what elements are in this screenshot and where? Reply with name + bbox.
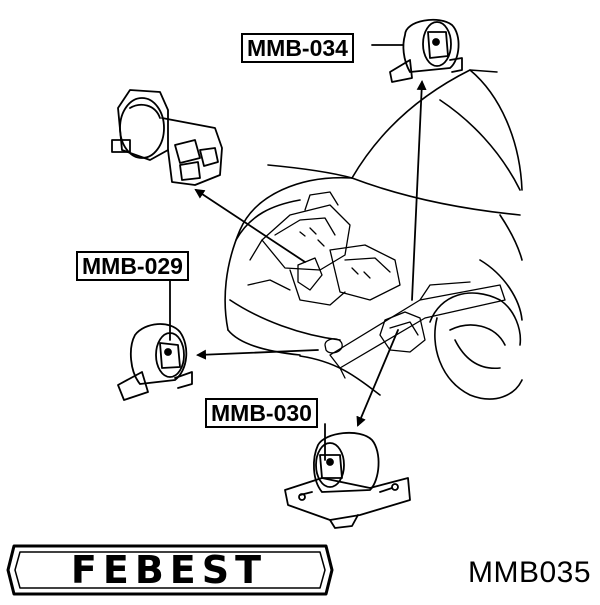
engine-bay <box>247 191 506 379</box>
part-number-label: MMB035 <box>468 556 592 589</box>
part-mmb-029-drawing <box>117 323 193 401</box>
part-upper-left-mount-drawing <box>111 89 223 186</box>
brand-logo-text: FEBEST <box>71 548 267 592</box>
part-mmb-034-drawing <box>389 18 463 83</box>
part-mmb-030-drawing <box>284 431 411 529</box>
callout-mmb-029: MMB-029 <box>76 251 189 281</box>
car-body-outline <box>224 69 523 400</box>
leader-lines <box>169 44 427 461</box>
brand-name: FEBEST <box>71 548 267 592</box>
brand-logo: FEBEST <box>6 546 332 594</box>
callout-mmb-030: MMB-030 <box>205 398 318 428</box>
febest-logo <box>6 544 334 596</box>
callout-mmb-034: MMB-034 <box>241 33 354 63</box>
